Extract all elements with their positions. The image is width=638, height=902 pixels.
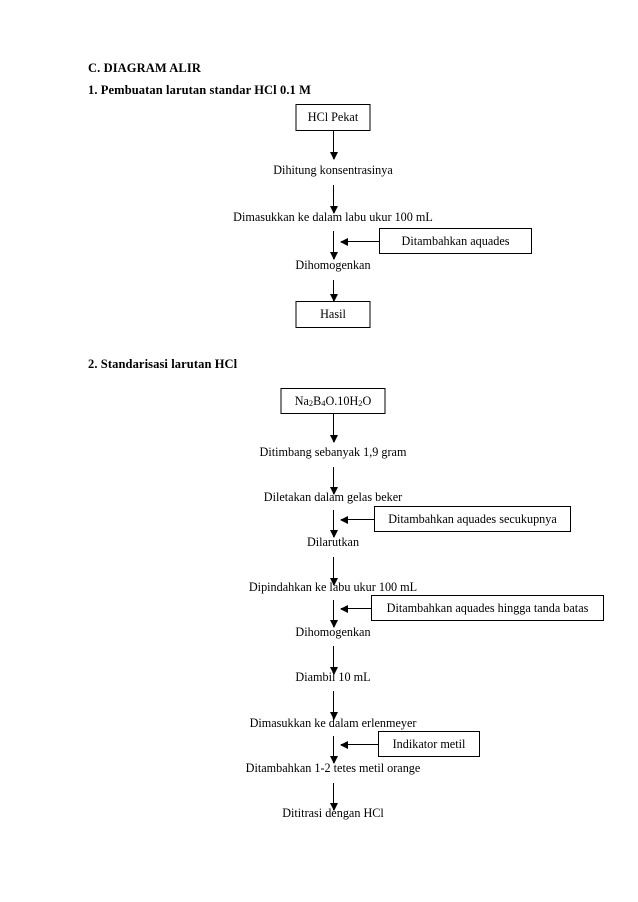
flow2-step-4: Dipindahkan ke labu ukur 100 mL — [248, 580, 418, 594]
flow2-step-5: Dihomogenkan — [295, 625, 371, 639]
flow1-start-box: HCl Pekat — [295, 104, 371, 131]
flow1-end-box: Hasil — [295, 301, 371, 328]
formula-o-tail: O — [362, 393, 372, 408]
flow2-step-7: Dimasukkan ke dalam erlenmeyer — [249, 716, 417, 730]
flow1-step-3: Dihomogenkan — [295, 258, 371, 272]
flow2-side-arrow-2 — [341, 608, 371, 609]
flow2-arrow-2 — [333, 467, 334, 494]
formula-sub-2: 4 — [321, 399, 326, 408]
subsection-title-2: 2. Standarisasi larutan HCl — [88, 357, 238, 371]
flow2-step-9: Dititrasi dengan HCl — [282, 806, 384, 820]
page-title: C. DIAGRAM ALIR — [88, 61, 201, 75]
flow2-arrow-5 — [333, 600, 334, 627]
flow2-arrow-6 — [333, 646, 334, 674]
flow2-arrow-1 — [333, 414, 334, 442]
formula-b: B — [313, 393, 322, 408]
flow2-side-box-2: Ditambahkan aquades hingga tanda batas — [371, 595, 604, 621]
formula-sub-3: 2 — [358, 399, 363, 408]
flow2-side-arrow-3 — [341, 744, 378, 745]
flow2-side-box-1: Ditambahkan aquades secukupnya — [374, 506, 571, 532]
flow1-side-box-1: Ditambahkan aquades — [379, 228, 532, 254]
flow1-arrow-3 — [333, 231, 334, 259]
flow1-step-2: Dimasukkan ke dalam labu ukur 100 mL — [233, 210, 433, 224]
flow2-arrow-7 — [333, 691, 334, 719]
flow2-step-2: Diletakan dalam gelas beker — [263, 490, 403, 504]
flow2-step-3: Dilarutkan — [306, 535, 360, 549]
flow2-step-6: Diambil 10 mL — [295, 670, 371, 684]
flow2-arrow-9 — [333, 783, 334, 810]
flow1-side-arrow-1 — [341, 241, 379, 242]
formula-sub-1: 2 — [308, 399, 314, 408]
subsection-title-1: 1. Pembuatan larutan standar HCl 0.1 M — [88, 83, 312, 97]
flow1-arrow-4 — [333, 280, 334, 301]
flow2-step-8: Ditambahkan 1-2 tetes metil orange — [245, 761, 421, 775]
flow2-arrow-3 — [333, 510, 334, 537]
flow1-arrow-1 — [333, 131, 334, 159]
flow2-step-1: Ditimbang sebanyak 1,9 gram — [259, 445, 407, 459]
flow1-step-1: Dihitung konsentrasinya — [273, 163, 393, 177]
flow2-arrow-4 — [333, 557, 334, 585]
flow2-side-arrow-1 — [341, 519, 374, 520]
formula-o-hydrate: O.10H — [325, 393, 359, 408]
flow2-arrow-8 — [333, 736, 334, 763]
flow2-side-box-3: Indikator metil — [378, 731, 480, 757]
formula-na: Na — [294, 393, 309, 408]
flow1-arrow-2 — [333, 185, 334, 213]
